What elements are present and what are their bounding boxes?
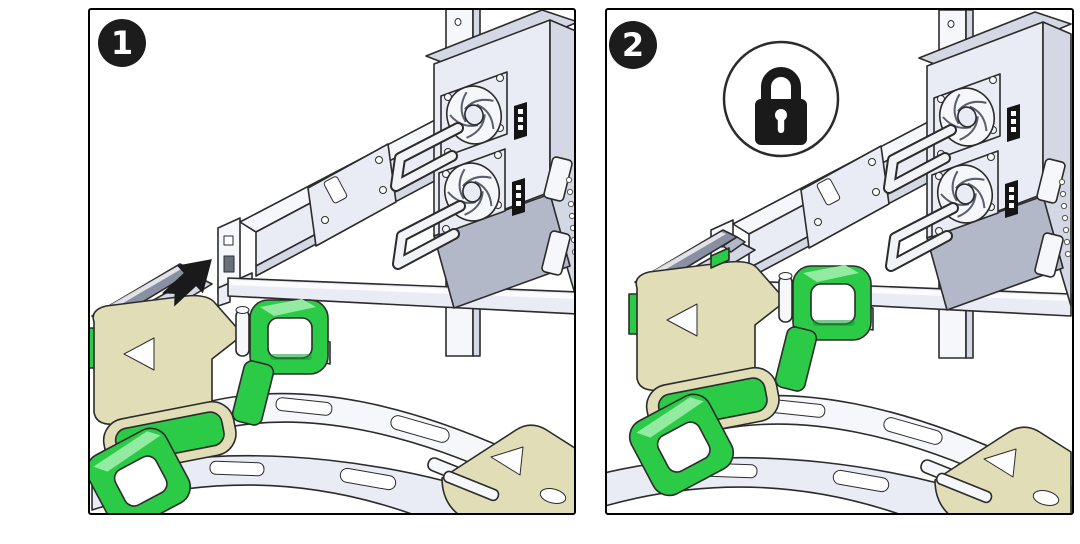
step-number-badge: 1 <box>98 19 146 67</box>
lock-icon <box>724 42 838 156</box>
step-number-badge: 2 <box>609 21 657 69</box>
cma-green-latch-on-rail <box>710 247 730 269</box>
step-1-panel: 1 <box>88 8 576 515</box>
step-2-illustration <box>607 10 1072 513</box>
step-1-illustration <box>90 10 574 513</box>
step-2-panel: 2 <box>605 8 1074 515</box>
